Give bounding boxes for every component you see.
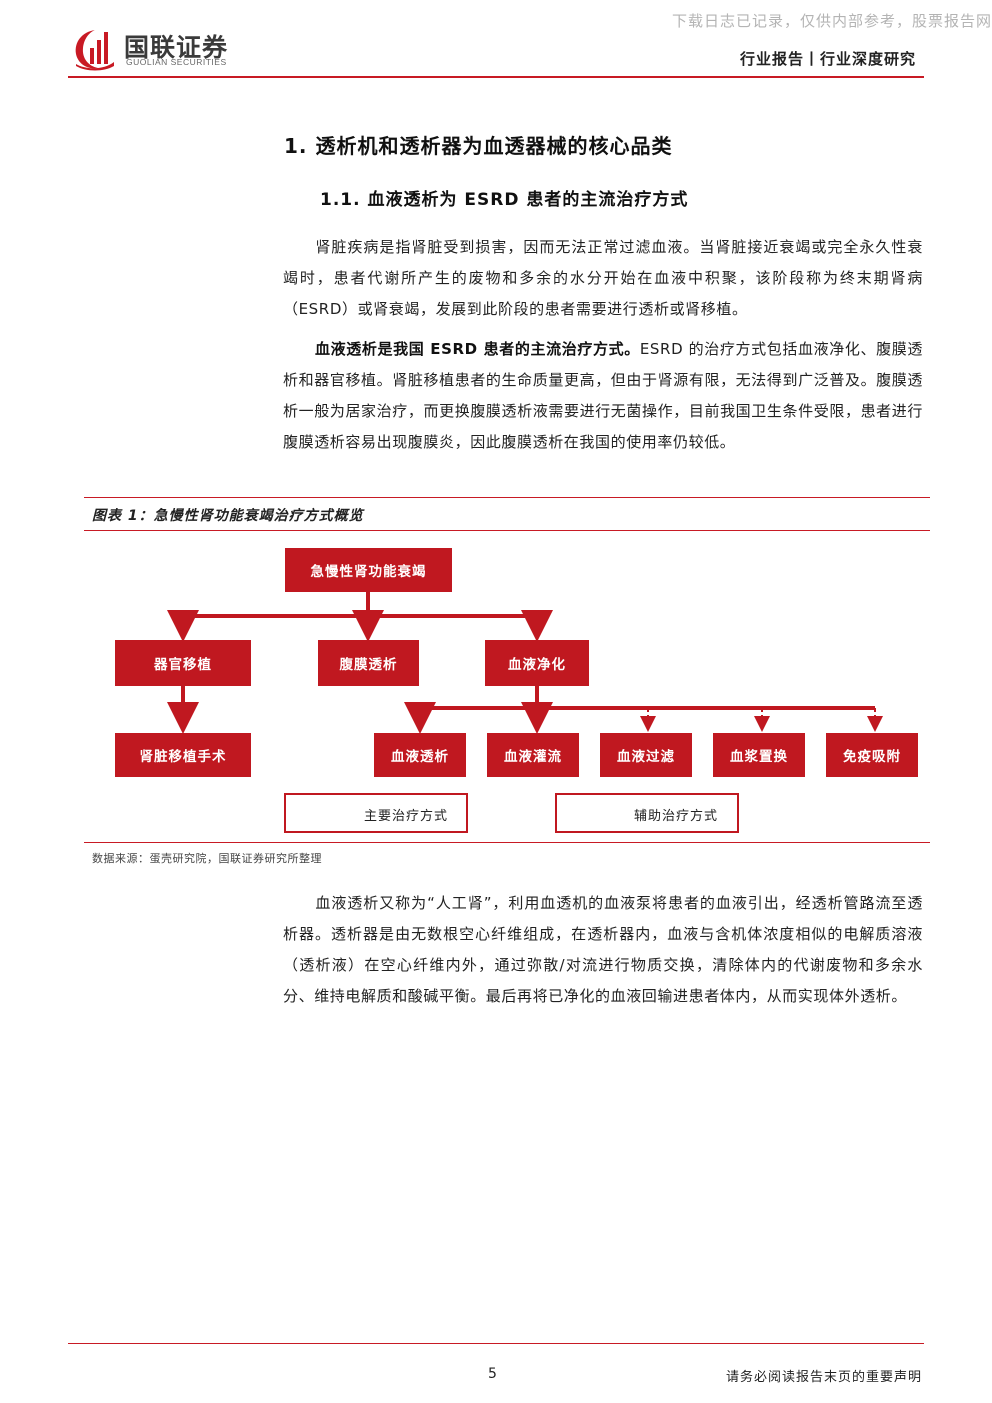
logo-text-cn: 国联证券 (124, 33, 229, 62)
logo-text-en: GUOLIAN SECURITIES (126, 57, 227, 67)
paragraph-1-text: 肾脏疾病是指肾脏受到损害，因而无法正常过滤血液。当肾脏接近衰竭或完全永久性衰竭时… (283, 238, 923, 318)
figure-title-rule (84, 530, 930, 531)
legend-auxiliary-label: 辅助治疗方式 (634, 809, 719, 824)
legend-main-label: 主要治疗方式 (364, 809, 449, 824)
section-heading: 1. 透析机和透析器为血透器械的核心品类 (284, 134, 673, 158)
paragraph-2-lead: 血液透析是我国 ESRD 患者的主流治疗方式。 (315, 340, 640, 358)
footer-disclaimer: 请务必阅读报告末页的重要声明 (725, 1370, 922, 1385)
figure-bottom-rule (84, 842, 930, 843)
node-hemodialysis: 血液透析 (374, 733, 466, 777)
subsection-heading: 1.1. 血液透析为 ESRD 患者的主流治疗方式 (320, 190, 689, 210)
node-root: 急慢性肾功能衰竭 (285, 548, 452, 592)
paragraph-1: 肾脏疾病是指肾脏受到损害，因而无法正常过滤血液。当肾脏接近衰竭或完全永久性衰竭时… (283, 232, 923, 325)
company-logo: 国联证券 GUOLIAN SECURITIES (70, 24, 270, 72)
legend-auxiliary (555, 793, 739, 833)
page-number: 5 (488, 1366, 497, 1382)
paragraph-3: 血液透析又称为“人工肾”，利用血透机的血液泵将患者的血液引出，经透析管路流至透析… (283, 888, 923, 1012)
paragraph-2-text: ESRD 的治疗方式包括血液净化、腹膜透析和器官移植。肾脏移植患者的生命质量更高… (283, 340, 923, 451)
footer-divider (68, 1343, 924, 1344)
paragraph-3-text: 血液透析又称为“人工肾”，利用血透机的血液泵将患者的血液引出，经透析管路流至透析… (283, 894, 923, 1005)
node-organ-transplant: 器官移植 (115, 640, 251, 686)
node-hemofiltration: 血液过滤 (600, 733, 692, 777)
header-divider (68, 76, 924, 78)
node-plasma-exchange: 血浆置换 (713, 733, 805, 777)
node-peritoneal-dialysis: 腹膜透析 (318, 640, 419, 686)
figure-top-rule (84, 497, 930, 498)
logo-mark-icon (75, 30, 114, 71)
node-immunoadsorption: 免疫吸附 (826, 733, 918, 777)
node-blood-purification: 血液净化 (485, 640, 589, 686)
legend-main (284, 793, 468, 833)
watermark: 下载日志已记录，仅供内部参考，股票报告网 (671, 12, 992, 30)
paragraph-2: 血液透析是我国 ESRD 患者的主流治疗方式。ESRD 的治疗方式包括血液净化、… (283, 334, 923, 458)
node-hemoperfusion: 血液灌流 (487, 733, 579, 777)
flowchart-connectors (167, 592, 883, 829)
node-kidney-transplant-surgery: 肾脏移植手术 (115, 733, 251, 777)
report-type: 行业报告丨行业深度研究 (739, 50, 916, 68)
figure-title: 图表 1：急慢性肾功能衰竭治疗方式概览 (92, 508, 364, 524)
figure-source: 数据来源：蛋壳研究院，国联证券研究所整理 (92, 852, 322, 865)
